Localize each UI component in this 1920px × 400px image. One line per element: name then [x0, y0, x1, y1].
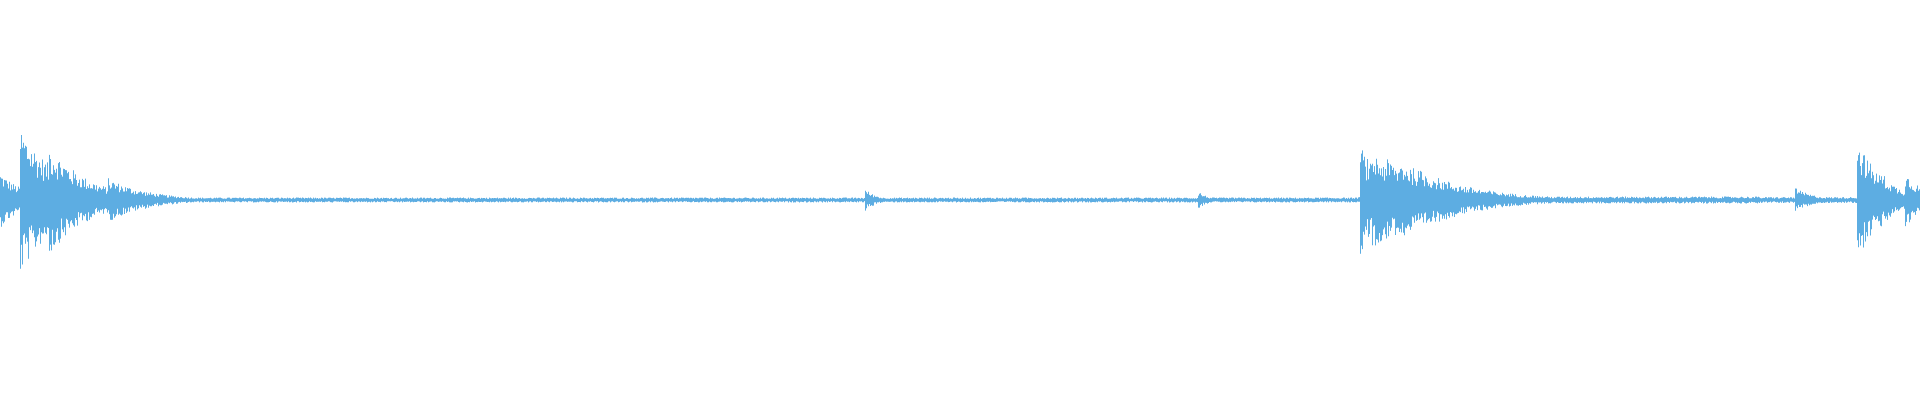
waveform-path — [0, 135, 1920, 269]
